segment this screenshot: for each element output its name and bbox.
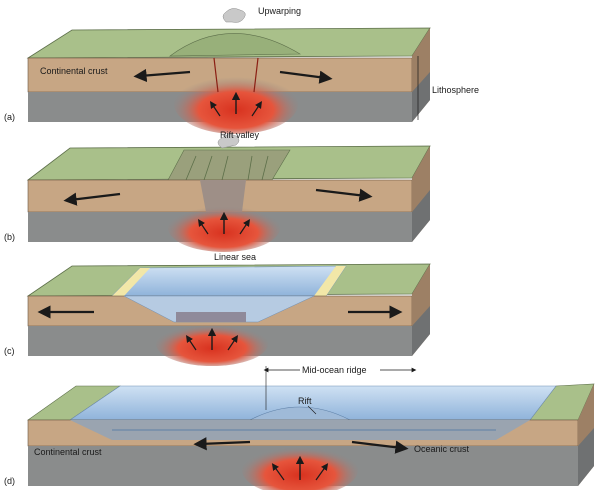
panel-a-label-upwarping: Upwarping: [258, 6, 301, 16]
panel-d-arrow-up-3: [315, 463, 329, 481]
panel-c-shore-left: [112, 268, 150, 296]
panel-b-arrow-left: [63, 192, 121, 206]
panel-a-upwarp: [169, 33, 302, 57]
panel-d-label-oceanic-crust: Oceanic crust: [414, 444, 470, 454]
panel-b-arrow-up-3: [239, 219, 250, 235]
panel-c: Linear sea (c): [4, 252, 431, 366]
panel-c-letter: (c): [4, 346, 15, 356]
panel-a-label-lithosphere: Lithosphere: [432, 85, 479, 95]
panel-b-rift-valley: [167, 149, 291, 181]
panel-d-label-ridge: Mid-ocean ridge: [302, 365, 367, 375]
panel-c-arrow-up-3: [227, 335, 238, 351]
panel-a-arrow-up-2: [210, 101, 221, 117]
panel-d-ridge: [249, 406, 351, 421]
panel-b-label-rift-valley: Rift valley: [220, 130, 260, 140]
panel-b-arrow-right: [315, 188, 373, 202]
panel-d-arrow-right: [351, 440, 409, 454]
panel-a-arrow-right: [279, 70, 333, 84]
panel-a-arrow-left: [133, 68, 191, 83]
panel-d-letter: (d): [4, 476, 15, 486]
panel-b-letter: (b): [4, 232, 15, 242]
panel-d-arrow-left: [193, 437, 251, 451]
panel-c-arrow-up-2: [186, 335, 197, 351]
panel-b-arrow-up-2: [198, 219, 209, 235]
panel-d: Mid-ocean ridge Rift Continental crust O…: [4, 365, 595, 490]
panel-d-label-rift: Rift: [298, 396, 312, 406]
panel-b: Rift valley (b): [4, 130, 431, 252]
panel-c-shore-right: [314, 266, 346, 296]
panel-a: Upwarping Continental crust Lithosphere …: [4, 6, 479, 134]
panel-c-label-linear-sea: Linear sea: [214, 252, 256, 262]
panel-a-arrow-up-3: [251, 101, 262, 117]
panel-a-label-crust: Continental crust: [40, 66, 108, 76]
panel-d-arrow-up-2: [271, 463, 285, 481]
panel-a-letter: (a): [4, 112, 15, 122]
panel-a-smoke: [222, 8, 246, 23]
panel-d-label-continental-crust: Continental crust: [34, 447, 102, 457]
panel-b-smoke: [217, 134, 240, 149]
